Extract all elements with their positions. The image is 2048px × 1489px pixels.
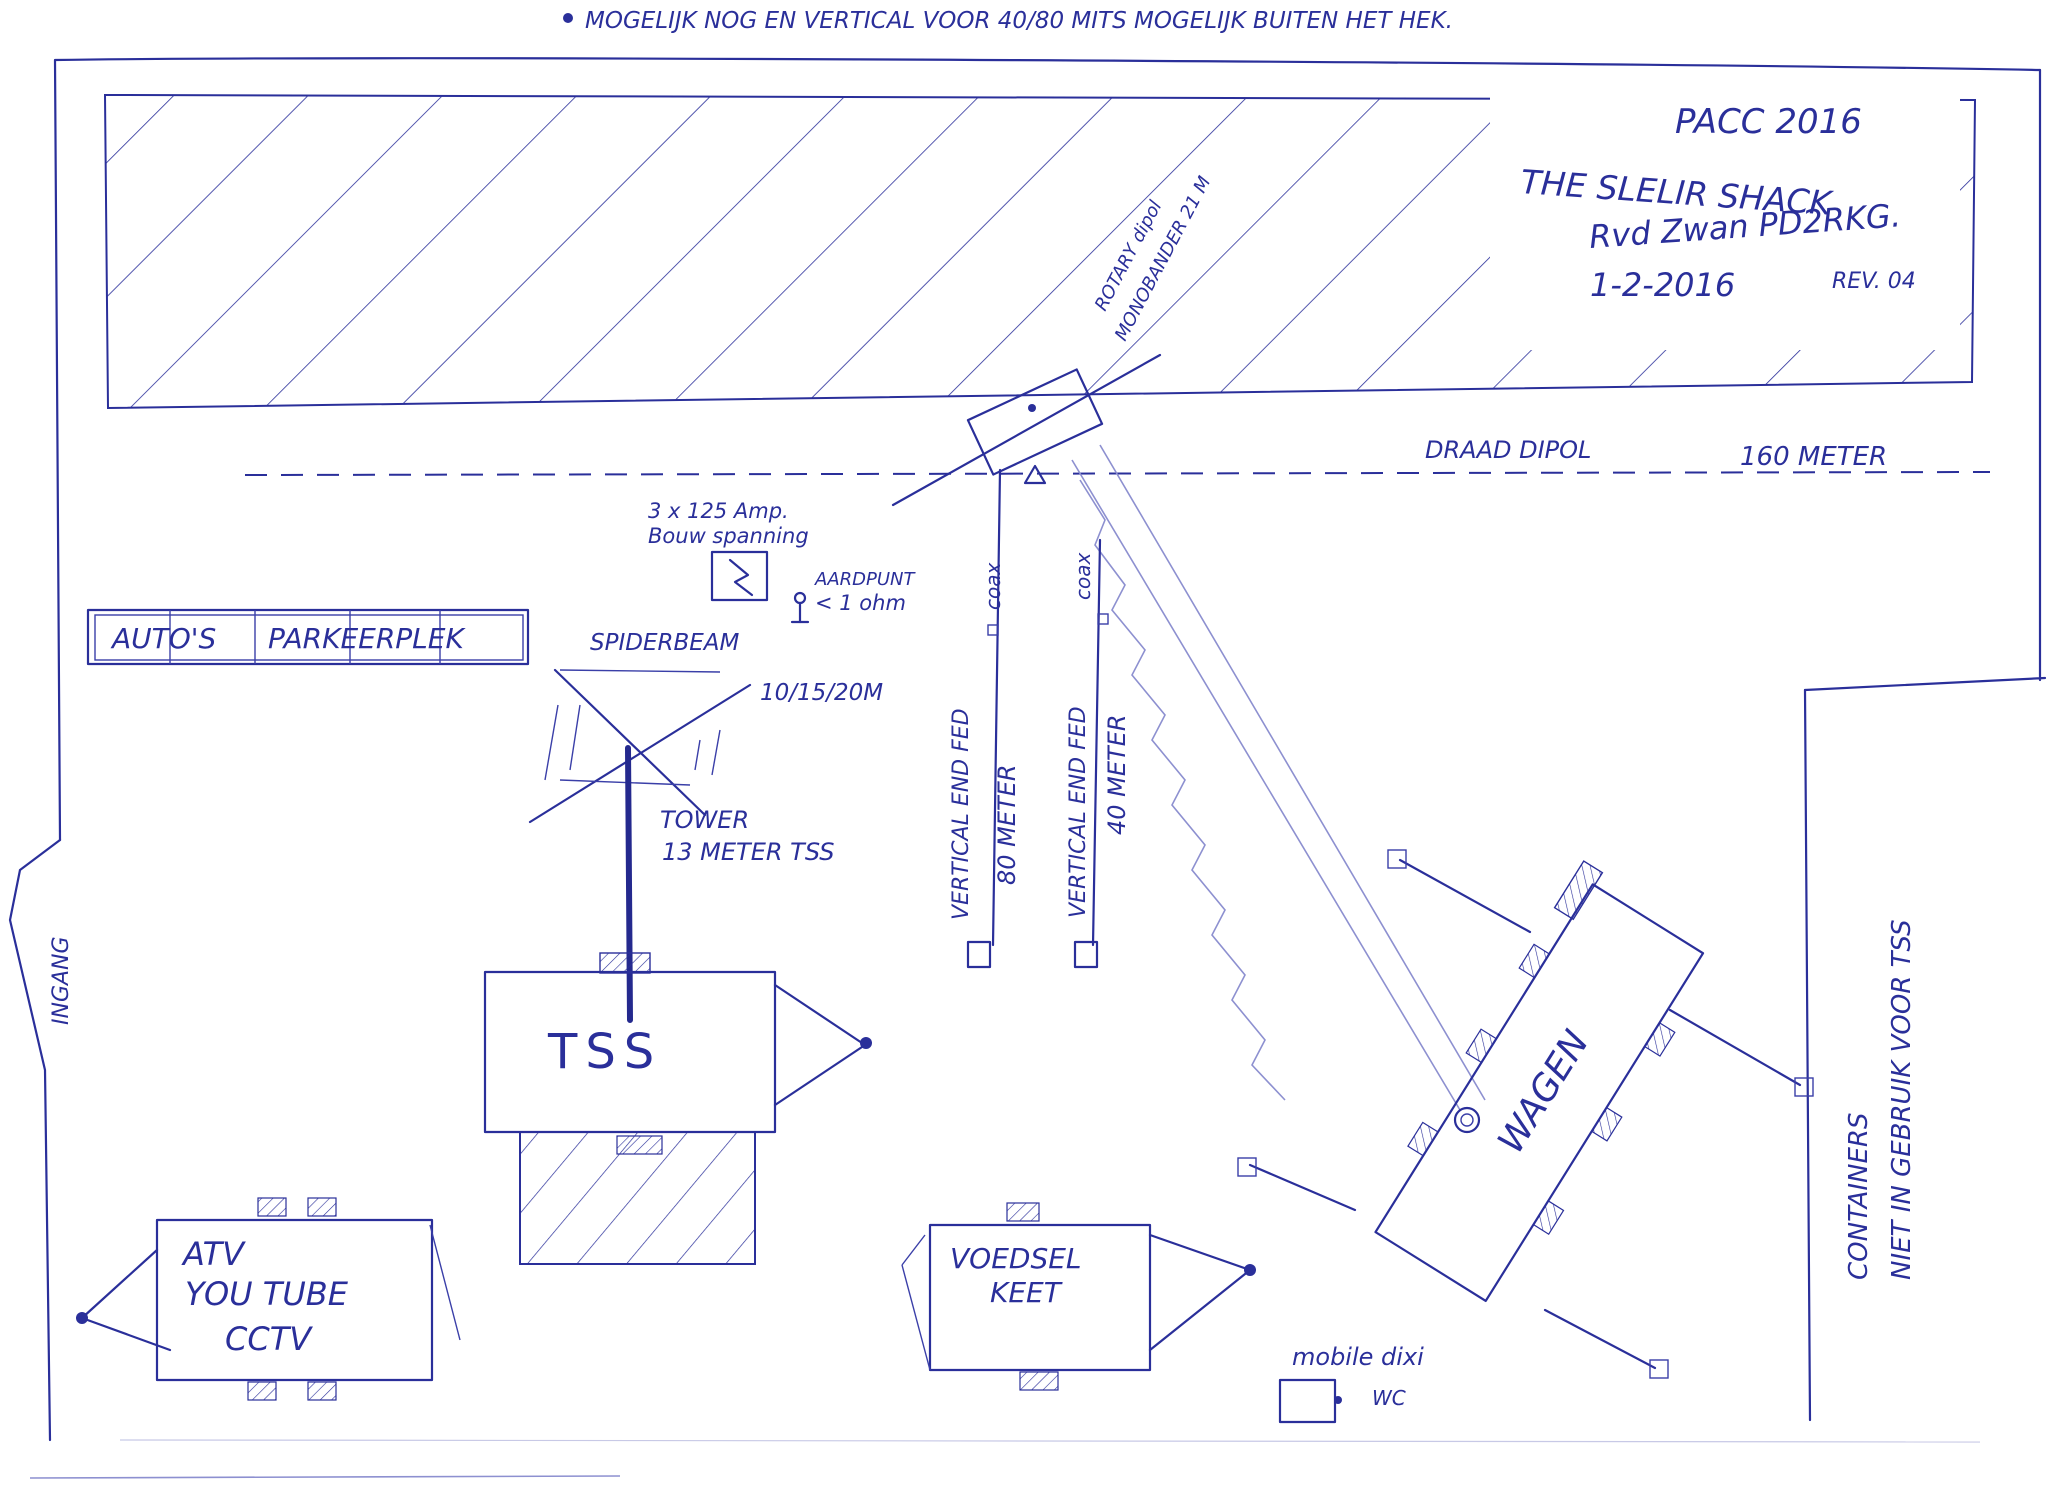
coax-80-label: coax xyxy=(981,563,1005,610)
entrance-label: INGANG xyxy=(49,936,74,1025)
bottom-edge xyxy=(29,1439,1981,1479)
atv-label-2: YOU TUBE xyxy=(185,1275,349,1313)
tower-label-2: 13 METER TSS xyxy=(662,838,834,866)
wagen: WAGEN xyxy=(1237,849,1814,1379)
ground-label-2: < 1 ohm xyxy=(815,591,906,615)
top-note-text: MOGELIJK NOG EN VERTICAL VOOR 40/80 MITS… xyxy=(585,8,1453,34)
vertical40-base xyxy=(1073,940,1099,969)
site-boundary xyxy=(8,57,2047,1442)
coax-truss xyxy=(1071,444,1486,1111)
voedsel-tow-bar xyxy=(1148,1233,1252,1352)
power-supply: 3 x 125 Amp. Bouw spanning xyxy=(648,499,809,602)
dixi-label-1: mobile dixi xyxy=(1292,1343,1424,1371)
vertical40-label-2: 40 METER xyxy=(1103,714,1131,835)
voedsel-box xyxy=(928,1223,1152,1372)
power-label-2: Bouw spanning xyxy=(648,524,809,548)
atv-cabin: ATV YOU TUBE CCTV xyxy=(76,1197,461,1401)
coax-40-label: coax xyxy=(1071,553,1095,600)
dixi-label-2: WC xyxy=(1372,1386,1406,1410)
vertical-40m: coax VERTICAL END FED 40 METER xyxy=(1066,538,1131,969)
title-line-1: PACC 2016 xyxy=(1675,102,1862,142)
atv-label-1: ATV xyxy=(181,1235,246,1273)
ground-point: AARDPUNT < 1 ohm xyxy=(790,569,916,624)
feed-point-icon xyxy=(1023,464,1047,485)
tss-cabin: TSS xyxy=(483,952,872,1265)
bullet-dot xyxy=(563,13,573,23)
vertical80-base xyxy=(966,940,992,969)
tower: TOWER 13 METER TSS xyxy=(625,745,834,1023)
voedsel-label-2: KEET xyxy=(990,1276,1063,1309)
mobile-dixi: mobile dixi WC xyxy=(1278,1343,1424,1424)
tower-mast xyxy=(625,745,633,1023)
hatched-area xyxy=(103,90,1977,410)
atv-label-3: CCTV xyxy=(225,1320,313,1358)
wagen-label: WAGEN xyxy=(1490,1023,1597,1160)
power-box xyxy=(710,550,769,602)
wire-dipole-label: DRAAD DIPOL xyxy=(1425,436,1591,464)
spiderbeam-label: SPIDERBEAM xyxy=(590,630,740,656)
voedsel-label-1: VOEDSEL xyxy=(950,1242,1082,1275)
ground-icon xyxy=(790,591,810,624)
power-label-1: 3 x 125 Amp. xyxy=(648,499,789,523)
containers: CONTAINERS NIET IN GEBRUIK VOOR TSS xyxy=(1844,919,1917,1280)
tss-tow-bar xyxy=(773,983,867,1107)
tss-hitch xyxy=(860,1037,872,1049)
top-note: MOGELIJK NOG EN VERTICAL VOOR 40/80 MITS… xyxy=(563,8,1453,34)
tower-label-1: TOWER xyxy=(660,806,749,834)
parking-area: AUTO'S PARKEERPLEK xyxy=(86,608,530,666)
wagen-coax-entry xyxy=(1453,1106,1481,1134)
parking-label-1: AUTO'S xyxy=(110,622,216,655)
voedsel-keet: VOEDSEL KEET xyxy=(901,1202,1256,1391)
vertical-80m: coax VERTICAL END FED 80 METER xyxy=(949,468,1021,969)
spiderbeam: SPIDERBEAM 10/15/20M xyxy=(528,630,883,824)
title-revision: REV. 04 xyxy=(1832,269,1916,294)
parking-box xyxy=(86,608,530,666)
wire-dipole-band: 160 METER xyxy=(1740,442,1887,472)
atv-box xyxy=(155,1218,434,1382)
tss-label: TSS xyxy=(547,1024,662,1080)
dixi-box xyxy=(1278,1378,1337,1424)
vertical80-label-2: 80 METER xyxy=(993,764,1021,885)
ground-label-1: AARDPUNT xyxy=(814,569,916,590)
lightning-icon xyxy=(728,558,754,597)
containers-label-2: NIET IN GEBRUIK VOOR TSS xyxy=(1887,919,1917,1280)
title-date: 1-2-2016 xyxy=(1590,266,1735,304)
vertical40-label-1: VERTICAL END FED xyxy=(1066,706,1091,918)
spiderbeam-bands: 10/15/20M xyxy=(760,680,883,706)
vertical80-label-1: VERTICAL END FED xyxy=(949,708,974,920)
containers-label-1: CONTAINERS xyxy=(1844,1113,1874,1280)
parking-label-2: PARKEERPLEK xyxy=(268,622,466,655)
rotary-dipole-box xyxy=(966,368,1104,476)
